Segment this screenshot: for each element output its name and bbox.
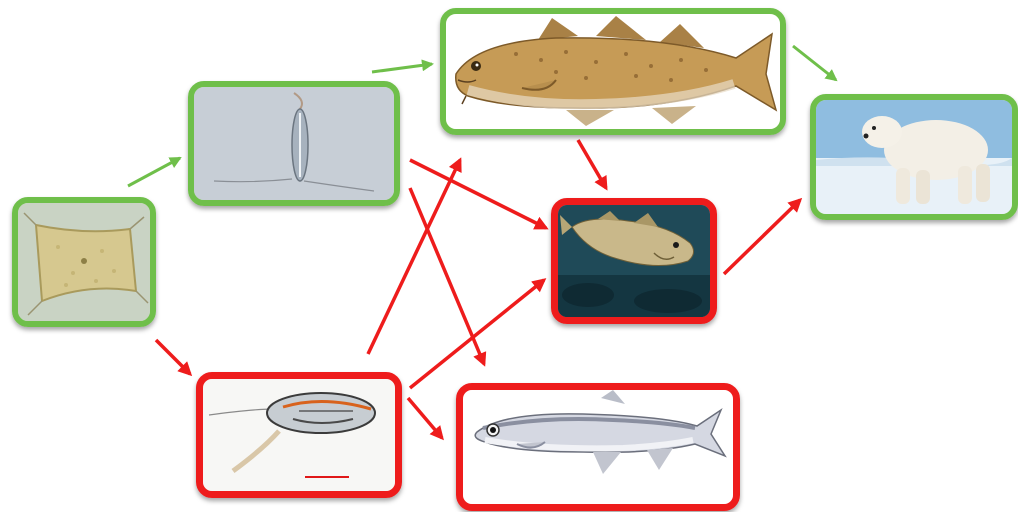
node-atlantic-cod <box>440 8 786 135</box>
arrow-copepod-green-to-atlantic-cod <box>372 64 432 72</box>
copepod-micrograph-icon <box>194 87 394 200</box>
copepod-micrograph-icon <box>203 379 395 491</box>
node-copepod-red <box>196 372 402 498</box>
node-capelin <box>456 383 740 511</box>
arrow-cod-underwater-to-polar-bear <box>724 200 800 274</box>
atlantic-cod-illustration-icon <box>446 14 780 129</box>
node-diatom <box>12 197 156 327</box>
node-copepod-green <box>188 81 400 206</box>
capelin-photo-icon <box>463 390 733 504</box>
arrow-copepod-green-to-cod-underwater <box>410 160 546 228</box>
node-cod-underwater <box>551 198 717 324</box>
polar-bear-photo-icon <box>816 100 1012 214</box>
arrow-diatom-to-copepod-red <box>156 340 190 374</box>
arrow-atlantic-cod-to-cod-underwater <box>578 140 606 188</box>
node-polar-bear <box>810 94 1018 220</box>
arrow-diatom-to-copepod-green <box>128 158 180 186</box>
arrow-copepod-red-to-capelin <box>408 398 442 438</box>
cod-underwater-photo-icon <box>558 205 710 317</box>
arrow-copepod-red-to-cod-underwater <box>410 280 544 388</box>
arrow-atlantic-cod-to-polar-bear <box>793 46 836 80</box>
diatom-micrograph-icon <box>18 203 150 321</box>
